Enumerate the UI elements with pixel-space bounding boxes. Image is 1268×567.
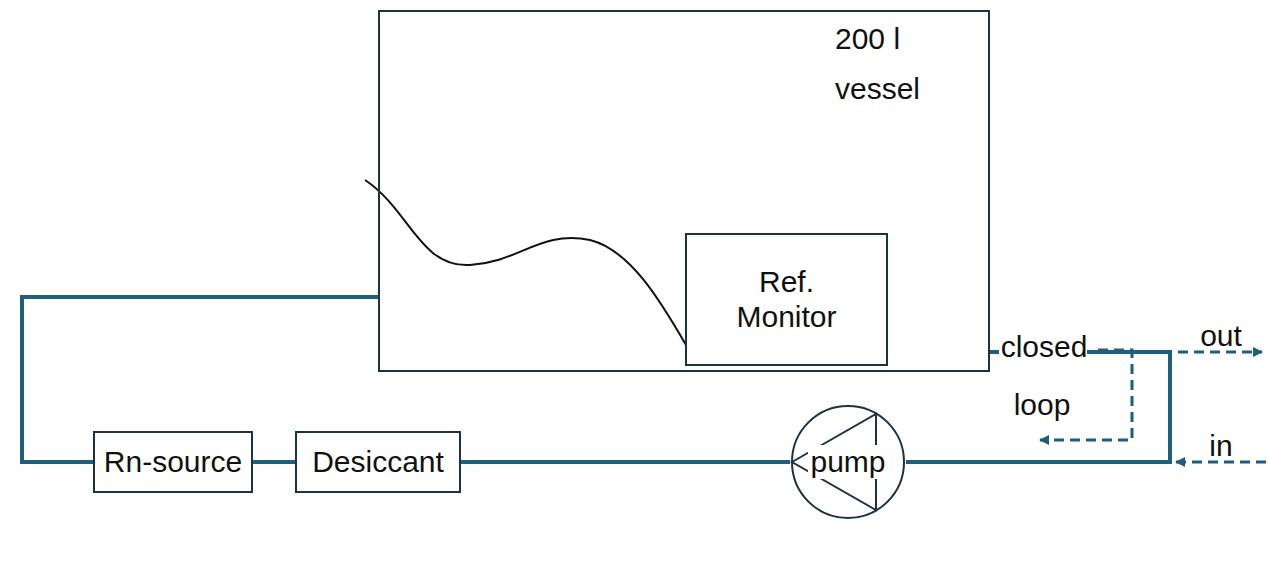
node-text: Desiccant (312, 445, 444, 480)
loop-label: closed loop (984, 318, 1102, 434)
pipe-connector (253, 460, 295, 464)
pump-symbol: pump (790, 404, 906, 520)
node-text: Rn-source (104, 445, 242, 480)
monitor-cable (365, 180, 686, 345)
node-text: 200 l vessel (835, 14, 975, 114)
node-text: Ref. Monitor (722, 265, 852, 334)
pipe-connector (461, 460, 790, 464)
out-label: out (1190, 318, 1252, 354)
source-box: Rn-source (93, 431, 253, 493)
node-text: pump (808, 445, 887, 480)
vessel-box: 200 l vesselRef. Monitor (378, 10, 990, 372)
desiccant-box: Desiccant (295, 431, 461, 493)
in-label: in (1196, 428, 1246, 464)
monitor-box: Ref. Monitor (685, 233, 888, 366)
label-patch: closed loop (999, 330, 1088, 421)
